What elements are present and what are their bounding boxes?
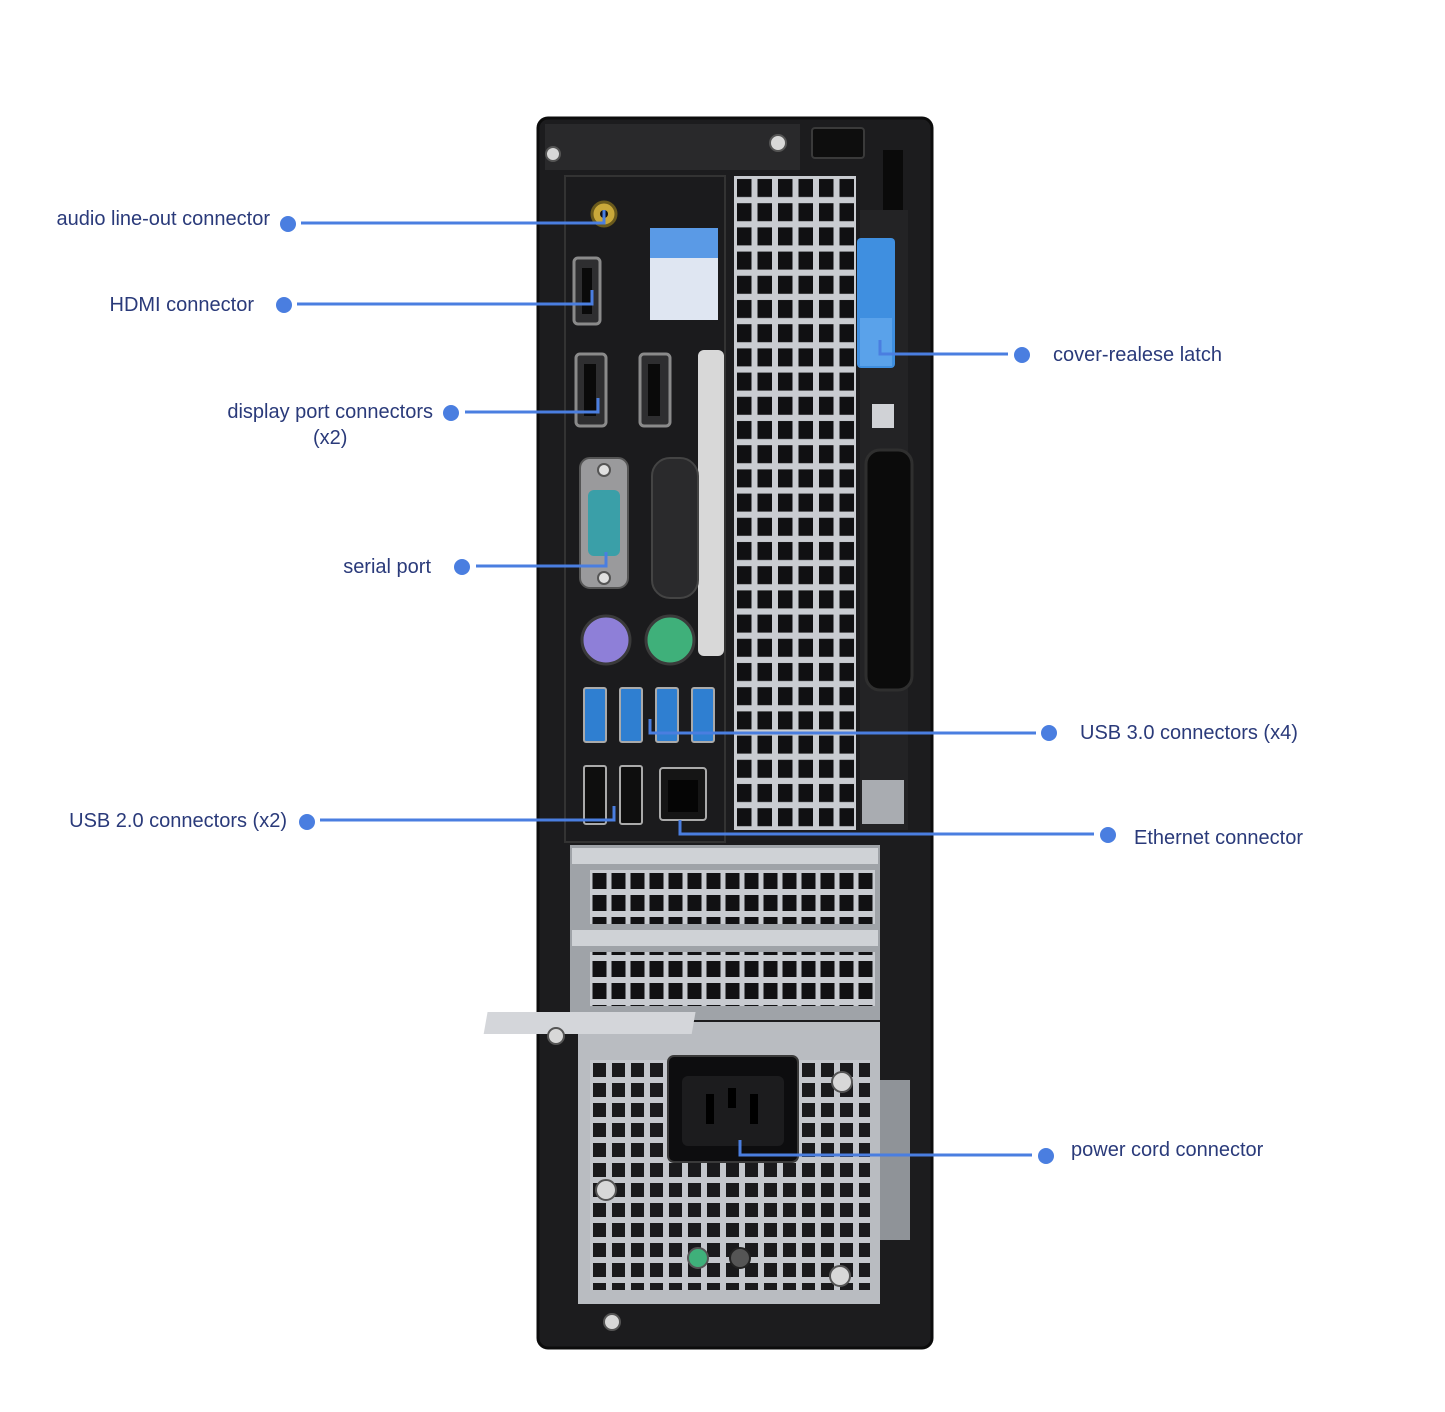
hdmi-callout-label: HDMI connector	[109, 294, 255, 316]
psu-screw-icon	[595, 1179, 617, 1201]
ethernet-callout-label: Ethernet connector	[1134, 827, 1303, 849]
psu-test-button-icon	[729, 1247, 751, 1269]
service-tag-plate	[698, 350, 724, 656]
power-connector-socket	[682, 1076, 784, 1146]
power-pin	[750, 1094, 758, 1124]
top-vent-grill	[734, 176, 856, 830]
ethernet-leader-line	[678, 820, 1094, 836]
usb3-callout-dot	[1041, 725, 1057, 741]
serial-callout-dot	[454, 559, 470, 575]
displayport-socket	[584, 364, 596, 416]
audio-callout-dot	[280, 216, 296, 232]
slot-divider	[572, 848, 878, 864]
sticker-band	[650, 228, 718, 258]
slot-divider	[572, 930, 878, 946]
callout-lines	[297, 210, 1094, 1157]
metal-bracket	[862, 780, 904, 824]
psu-handle	[483, 1012, 696, 1034]
latch-callout-label: cover-realese latch	[1053, 344, 1222, 366]
usb3-port-icon	[583, 687, 607, 743]
chassis-screw-icon	[769, 134, 787, 152]
power-callout-dot	[1038, 1148, 1054, 1164]
power-pin	[706, 1094, 714, 1124]
displayport-leader-line	[465, 398, 600, 414]
displayport-callout-sublabel: (x2)	[312, 427, 348, 449]
usb3-port-icon	[655, 687, 679, 743]
power-callout-label: power cord connector	[1071, 1139, 1264, 1161]
serial-port-icon	[588, 490, 620, 556]
psu-screw-icon	[831, 1071, 853, 1093]
usb3-port-icon	[691, 687, 715, 743]
usb3-leader-line	[648, 719, 1036, 735]
expansion-slot-grill	[590, 952, 875, 1006]
ethernet-callout-dot	[1100, 827, 1116, 843]
cover-latch-grip	[860, 318, 892, 366]
chassis-screw-icon	[603, 1313, 621, 1331]
hdmi-leader-line	[297, 290, 594, 306]
ethernet-port-socket	[668, 780, 698, 812]
ps2-keyboard-port-icon	[644, 614, 696, 666]
displayport-socket	[648, 364, 660, 416]
serial-screw	[597, 463, 611, 477]
callout-dots	[276, 216, 1116, 1164]
displayport-callout-label: display port connectors	[227, 401, 433, 423]
audio-callout-label: audio line-out connector	[56, 208, 270, 230]
power-pin	[728, 1088, 736, 1108]
serial-screw	[597, 571, 611, 585]
usb2-port-icon	[619, 765, 643, 825]
side-bracket	[880, 1080, 910, 1240]
latch-clip	[872, 404, 894, 428]
ps2-mouse-port-icon	[580, 614, 632, 666]
expansion-slot-grill	[590, 870, 875, 924]
hdmi-port-socket	[582, 268, 592, 314]
psu-led-icon	[687, 1247, 709, 1269]
power-leader-line	[738, 1140, 1032, 1157]
serial-callout-label: serial port	[343, 556, 431, 578]
latch-callout-dot	[1014, 347, 1030, 363]
latch-leader-line	[878, 340, 1008, 356]
hdmi-callout-dot	[276, 297, 292, 313]
usb3-callout-label: USB 3.0 connectors (x4)	[1080, 722, 1298, 744]
blank-port-cover	[651, 457, 699, 599]
usb2-callout-dot	[299, 814, 315, 830]
audio-leader-line	[301, 210, 606, 225]
side-slot	[883, 150, 903, 210]
chassis-screw-icon	[545, 146, 561, 162]
displayport-callout-dot	[443, 405, 459, 421]
usb2-port-icon	[583, 765, 607, 825]
padlock-loop-icon	[811, 127, 865, 159]
chassis-screw-icon	[547, 1027, 565, 1045]
chassis-top-bar	[545, 124, 800, 170]
displayport-callout-group: display port connectors (x2)	[227, 399, 433, 451]
usb2-leader-line	[320, 806, 616, 822]
psu-screw-icon	[829, 1265, 851, 1287]
usb2-callout-label: USB 2.0 connectors (x2)	[69, 810, 287, 832]
usb3-port-icon	[619, 687, 643, 743]
handle-slot	[864, 448, 914, 692]
serial-leader-line	[476, 552, 608, 568]
